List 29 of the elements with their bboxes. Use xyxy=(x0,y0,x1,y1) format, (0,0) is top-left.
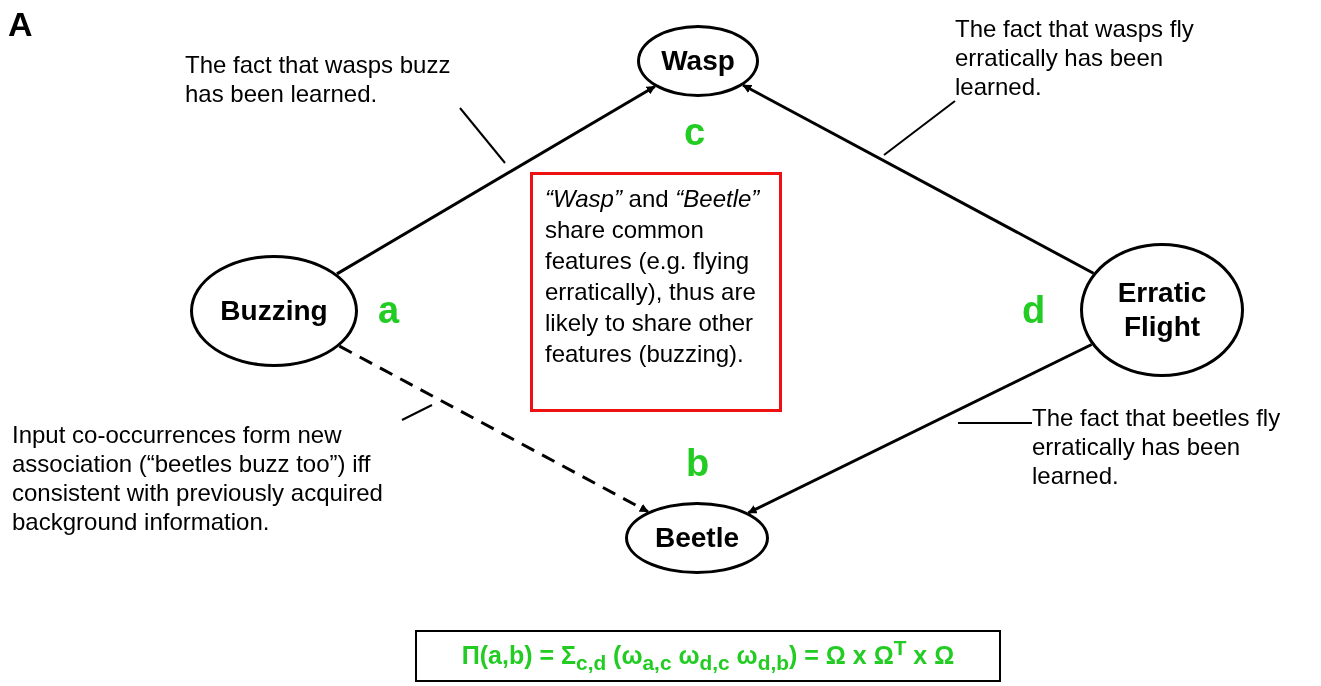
arrow xyxy=(747,343,1093,515)
note-text: “Wasp” and “Beetle” share common features (e.g. flying erratically), thus are likely to share other features (buzzing). xyxy=(545,184,761,369)
node-letter: c xyxy=(684,112,706,154)
ellipse-node xyxy=(1080,243,1244,377)
ellipse-node xyxy=(637,25,759,97)
node-label: Beetle xyxy=(654,521,739,555)
node-letter: a xyxy=(378,290,400,332)
formula-text: Π(a,b) = Σ$_{c,d}$ (ω$_{a,c}$ ω$_{d,c}$ ω$_{d,b}$) = Ω x Ω$^{T}$ x Ω xyxy=(461,636,955,676)
arrow xyxy=(338,344,649,513)
annotation-text: Input co-occurrences form new association (“beetles buzz too”) iff consistent with previously acquired background information. xyxy=(12,420,384,536)
leader-line xyxy=(883,100,956,156)
node-label: Wasp xyxy=(661,44,735,78)
ellipse-node xyxy=(190,255,358,367)
formula-box xyxy=(415,630,1001,682)
ellipse-node xyxy=(625,502,769,574)
node-letter: d xyxy=(1022,290,1046,332)
node-label: Buzzing xyxy=(220,294,328,328)
node-label: Erratic Flight xyxy=(1116,276,1208,344)
leader-line xyxy=(459,107,506,164)
leader-line xyxy=(957,422,1033,424)
arrow xyxy=(336,85,656,276)
annotation-text: The fact that wasps buzz has been learned. xyxy=(185,50,452,108)
panel-letter: A xyxy=(8,6,33,44)
text-box xyxy=(530,172,782,412)
annotation-text: The fact that beetles fly erratically has been learned. xyxy=(1032,403,1282,490)
annotation-text: The fact that wasps fly erratically has been learned. xyxy=(955,14,1195,101)
node-letter: b xyxy=(686,443,710,485)
leader-line xyxy=(401,404,433,421)
arrow xyxy=(742,83,1095,275)
